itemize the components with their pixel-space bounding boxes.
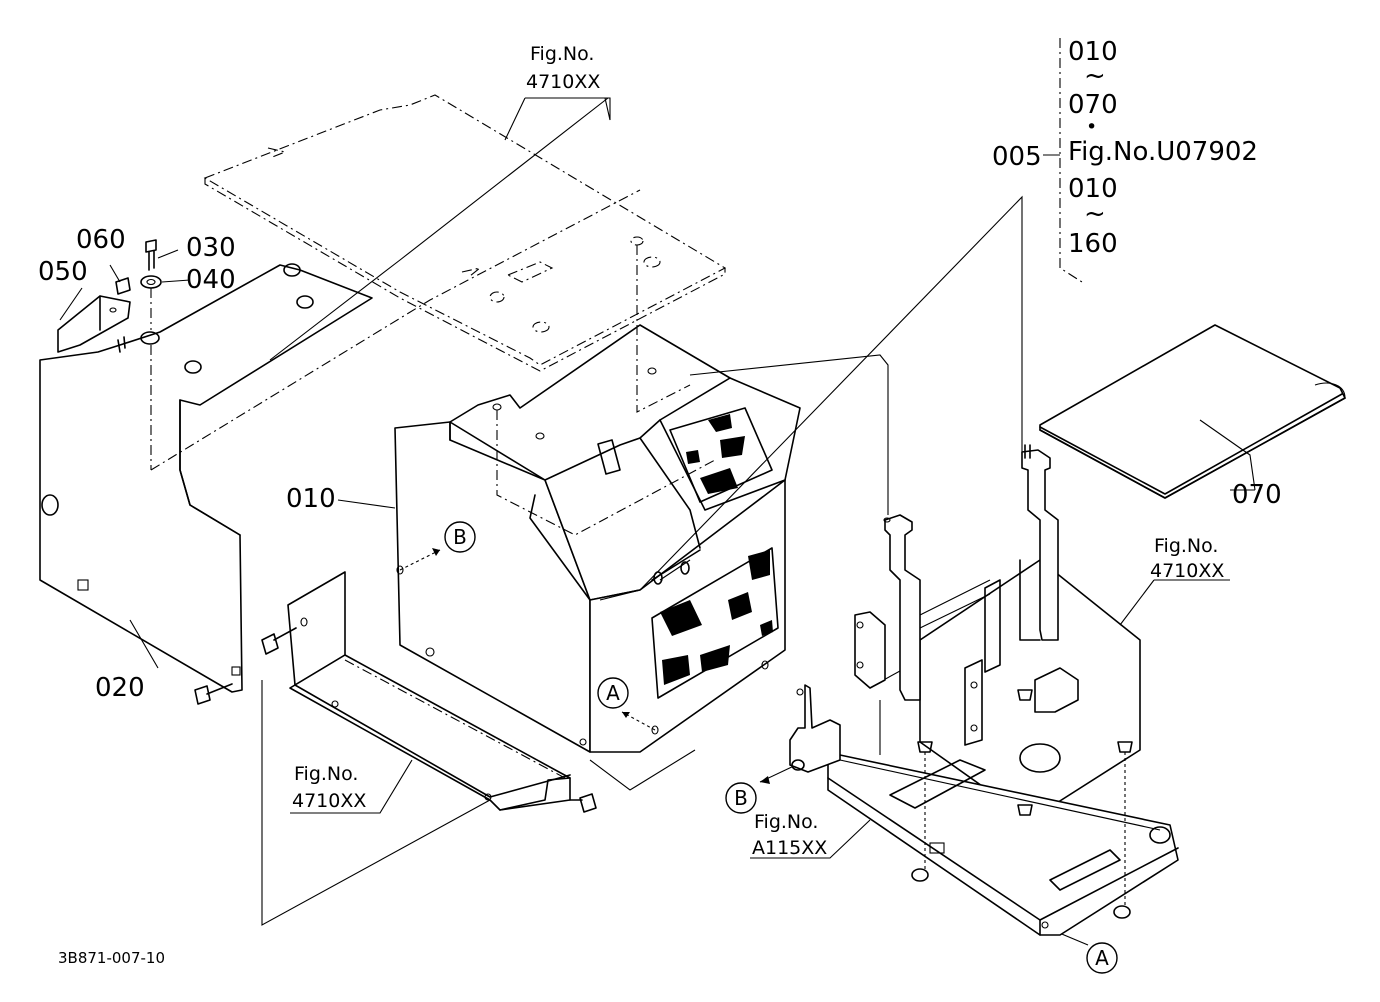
part-labels: 005 010 020 030 040 050 060 070 xyxy=(38,142,1282,703)
fig-ref-right-line1: Fig.No. xyxy=(1154,535,1218,557)
bracket-tilde2: ~ xyxy=(1084,199,1106,229)
marker-b-lower-text: B xyxy=(734,786,748,810)
main-housing-010 xyxy=(394,324,801,753)
fig-ref-right: Fig.No. 4710XX xyxy=(1150,535,1224,582)
marker-a-lower xyxy=(1086,942,1118,974)
fig-ref-right-line2: 4710XX xyxy=(1150,560,1224,582)
bracket-line1: 010 xyxy=(1068,37,1118,67)
mat-070 xyxy=(1039,324,1346,499)
fig-ref-frame-line2: A115XX xyxy=(752,837,827,859)
marker-a-upper xyxy=(597,677,629,709)
bracket-line5: 160 xyxy=(1068,229,1118,259)
bracket-list: 010 ~ 070 • Fig.No.U07902 010 ~ 160 xyxy=(1068,37,1258,259)
fig-ref-top: Fig.No. 4710XX xyxy=(526,43,600,93)
top-plate xyxy=(203,94,727,372)
fig-ref-top-line1: Fig.No. xyxy=(530,43,594,65)
bracket-line2: 070 xyxy=(1068,90,1118,120)
circled-markers: B A B A xyxy=(444,521,1118,974)
part-label-050: 050 xyxy=(38,257,88,287)
fig-ref-bottom: Fig.No. 4710XX xyxy=(292,763,366,812)
part-label-030: 030 xyxy=(186,233,236,263)
marker-b-upper xyxy=(444,521,476,553)
fig-ref-frame-line1: Fig.No. xyxy=(754,811,818,833)
drawing-code: 3B871-007-10 xyxy=(58,949,165,967)
lower-bracket xyxy=(194,571,597,813)
part-label-010: 010 xyxy=(286,484,336,514)
part-label-060: 060 xyxy=(76,225,126,255)
bracket-line4: 010 xyxy=(1068,174,1118,204)
part-label-040: 040 xyxy=(186,265,236,295)
bracket-tilde1: ~ xyxy=(1084,61,1106,91)
marker-b-lower xyxy=(725,782,757,814)
fig-ref-bottom-line2: 4710XX xyxy=(292,790,366,812)
leader-lines xyxy=(59,38,1256,859)
marker-b-upper-text: B xyxy=(453,525,467,549)
side-panel-020 xyxy=(39,263,373,693)
alignment-lines xyxy=(261,195,1023,926)
bracket-050 xyxy=(57,295,131,353)
marker-a-lower-text: A xyxy=(1095,946,1109,970)
bracket-bullet: • xyxy=(1086,116,1097,138)
frame-assembly xyxy=(789,444,1179,936)
fig-ref-frame: Fig.No. A115XX xyxy=(752,811,827,859)
fasteners-upper xyxy=(115,189,641,471)
part-label-005: 005 xyxy=(992,142,1042,172)
fig-ref-top-line2: 4710XX xyxy=(526,71,600,93)
marker-a-upper-text: A xyxy=(606,681,620,705)
bracket-line3: Fig.No.U07902 xyxy=(1068,137,1258,167)
fig-ref-bottom-line1: Fig.No. xyxy=(294,763,358,785)
part-label-070: 070 xyxy=(1232,480,1282,510)
part-label-020: 020 xyxy=(95,673,145,703)
